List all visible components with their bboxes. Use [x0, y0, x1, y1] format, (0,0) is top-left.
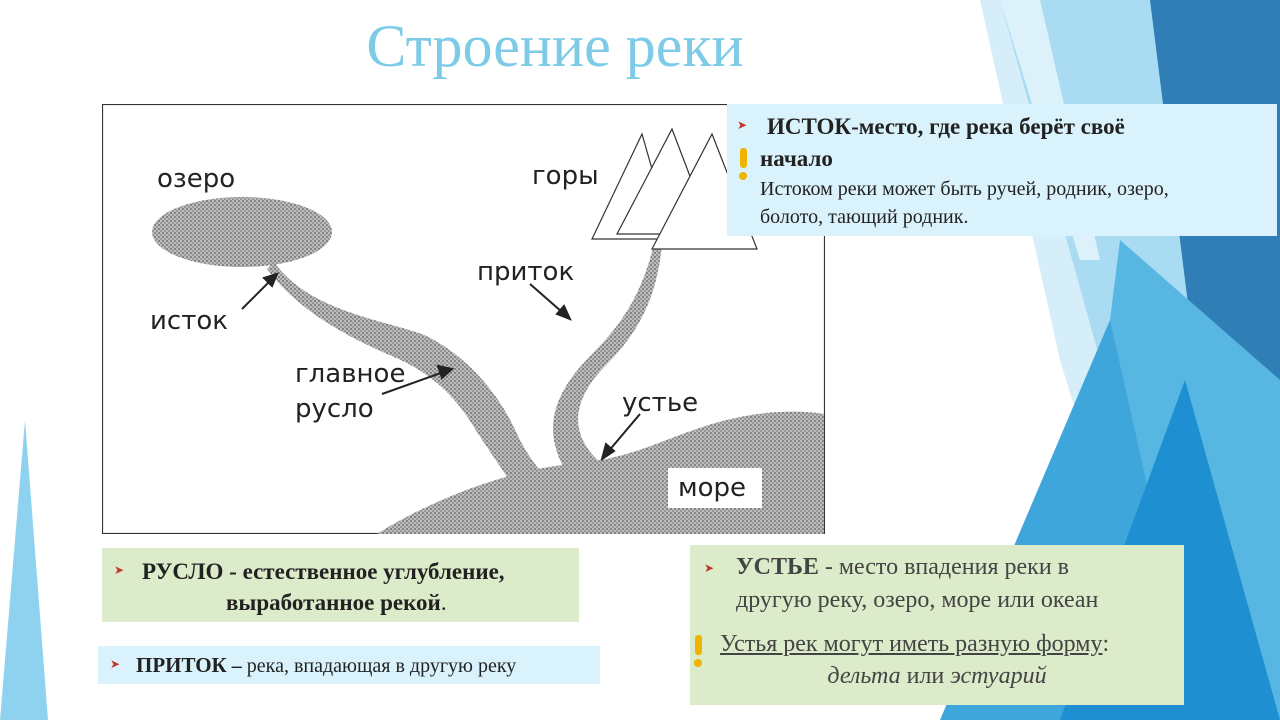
mouth-form-or: или [900, 663, 951, 689]
mouth-label: устье [622, 388, 698, 418]
channel-def-1: естественное углубление, [242, 559, 505, 584]
channel-definition-line-1: РУСЛО - естественное углубление, [142, 559, 505, 585]
mouth-note-text: Устья рек могут иметь разную форму [720, 631, 1103, 657]
source-label: исток [150, 306, 228, 336]
river-structure-diagram: озеро горы приток исток главное русло ус… [102, 104, 825, 534]
main-channel-label-1: главное [295, 359, 405, 389]
bullet-icon: ➤ [704, 561, 715, 575]
channel-end: . [440, 590, 447, 615]
channel-term: РУСЛО [142, 559, 224, 584]
source-term-continued: начало [760, 146, 833, 171]
mountains-label: горы [532, 161, 599, 191]
tributary-definition-box: ➤ ПРИТОК – река, впадающая в другую реку [98, 646, 600, 684]
lake-label: озеро [157, 164, 235, 194]
tributary-shape [553, 244, 662, 480]
exclamation-icon [739, 148, 747, 180]
sea-label: море [678, 473, 746, 503]
lake-shape [152, 197, 332, 267]
main-channel-label-2: русло [295, 394, 374, 424]
source-definition-box: ➤ ИСТОК-место, где река берёт своё начал… [727, 104, 1277, 236]
source-note-line-1: Истоком реки может быть ручей, родник, о… [760, 178, 1169, 200]
channel-def-2: выработанное рекой [226, 590, 441, 615]
mouth-form-estuary: эстуарий [950, 663, 1047, 689]
source-note-line-2: болото, тающий родник. [760, 206, 969, 228]
channel-dash: - [223, 559, 243, 584]
slide-title: Строение реки [366, 13, 744, 79]
mouth-def-1: - место впадения реки в [818, 554, 1069, 580]
mouth-note-colon: : [1102, 631, 1110, 657]
main-channel-shape [267, 262, 572, 524]
source-term: ИСТОК-место, где река берёт своё [767, 114, 1125, 139]
channel-definition-line-2: выработанное рекой. [226, 590, 447, 616]
bullet-icon: ➤ [737, 118, 748, 132]
tributary-def: река, впадающая в другую реку [246, 655, 517, 677]
mouth-definition-line-1: УСТЬЕ - место впадения реки в [736, 554, 1069, 581]
tributary-term: ПРИТОК [136, 653, 227, 677]
mouth-definition-box: ➤ УСТЬЕ - место впадения реки в другую р… [690, 545, 1184, 705]
bullet-icon: ➤ [114, 563, 125, 577]
mouth-definition-line-2: другую реку, озеро, море или океан [736, 587, 1099, 613]
mouth-note: Устья рек могут иметь разную форму: [720, 631, 1109, 658]
bullet-icon: ➤ [110, 657, 121, 671]
tributary-dash: – [226, 655, 247, 677]
exclamation-icon [694, 635, 702, 667]
channel-definition-box: ➤ РУСЛО - естественное углубление, выраб… [102, 548, 579, 622]
mouth-form-delta: дельта [827, 663, 901, 689]
tributary-definition: ПРИТОК – река, впадающая в другую реку [136, 653, 516, 678]
tributary-label: приток [477, 257, 574, 287]
mouth-forms: дельта или эстуарий [690, 663, 1184, 690]
mouth-term: УСТЬЕ [736, 554, 819, 580]
